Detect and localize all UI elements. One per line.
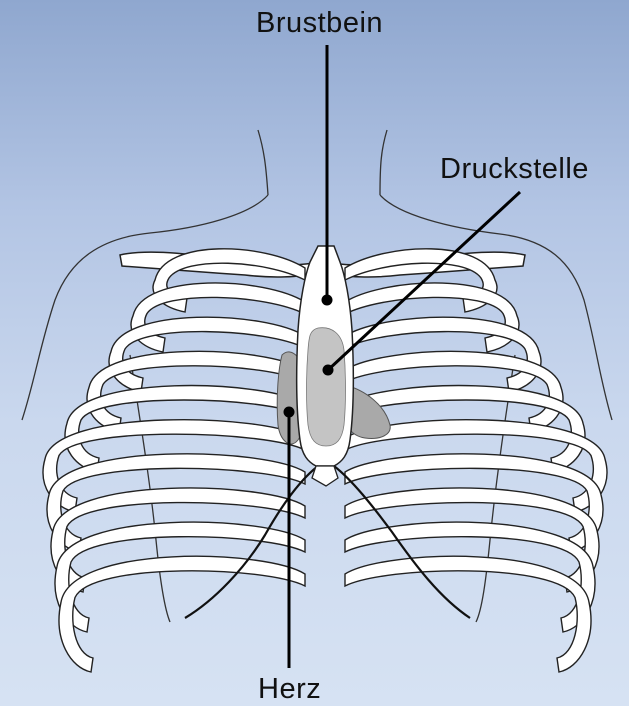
pressure-point-marker <box>323 365 334 376</box>
sternum-marker <box>322 295 333 306</box>
rib <box>345 556 591 672</box>
heart-label: Herz <box>258 675 321 704</box>
heart-marker <box>284 407 295 418</box>
sternum-label: Brustbein <box>256 9 383 38</box>
pressure-point-label: Druckstelle <box>440 155 589 184</box>
pressure-area <box>307 328 346 446</box>
rib <box>59 556 305 672</box>
xiphoid <box>312 466 338 486</box>
